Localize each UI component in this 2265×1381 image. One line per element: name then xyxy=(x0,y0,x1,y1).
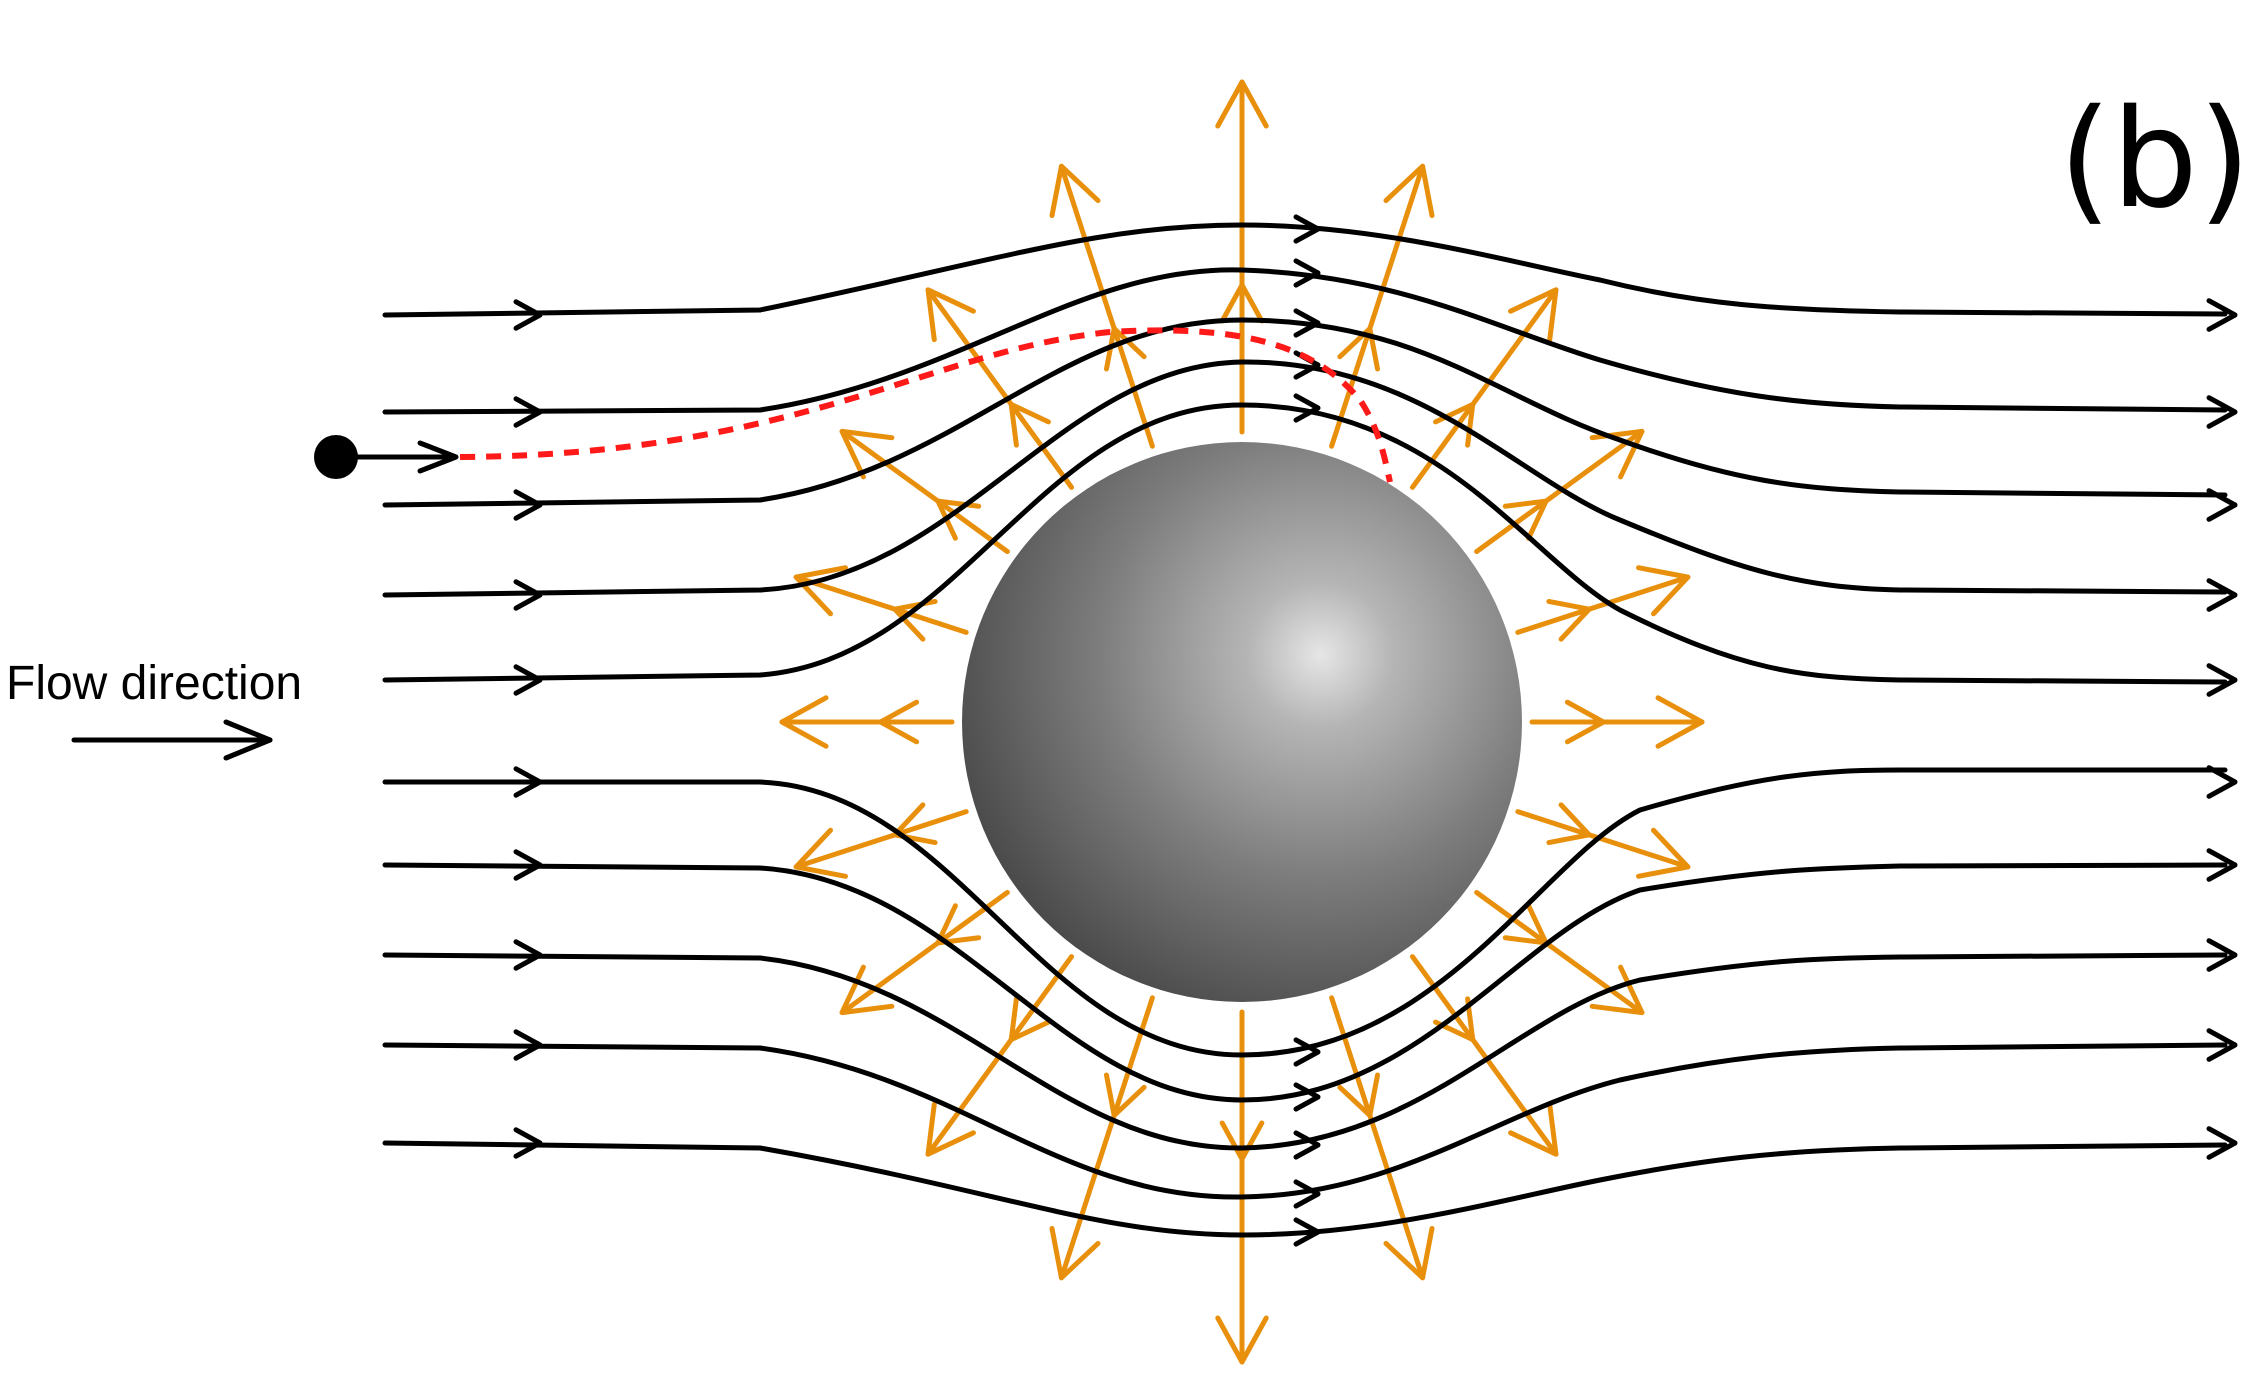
particle-dot xyxy=(314,435,358,479)
radial-arrow-mid-head xyxy=(1502,498,1549,541)
particle xyxy=(314,435,459,479)
radial-arrow xyxy=(1515,574,1691,635)
radial-arrow xyxy=(793,574,969,635)
radial-arrow-mid-head xyxy=(1219,1120,1265,1162)
radial-arrow-mid-head xyxy=(1103,326,1147,372)
streamline-outlet-head xyxy=(2206,578,2238,612)
streamline-inlet-head xyxy=(513,299,543,331)
streamline-outlet-head xyxy=(2206,488,2238,522)
radial-arrow-mid-head xyxy=(1337,1072,1381,1118)
radial-arrow-head xyxy=(1215,79,1269,129)
radial-arrow-head xyxy=(1508,287,1559,343)
streamline xyxy=(382,952,2228,1151)
streamline-mid-head xyxy=(1293,1179,1321,1209)
radial-arrow xyxy=(1329,163,1426,449)
streamline-inlet-head xyxy=(513,849,543,881)
streamline xyxy=(382,267,2228,415)
radial-arrow-mid-head xyxy=(935,903,982,946)
streamline-inlet-head xyxy=(513,489,543,521)
radial-arrow-mid-head xyxy=(1103,1072,1147,1118)
streamline-inlet-head xyxy=(513,1029,543,1061)
streamline xyxy=(382,359,2228,598)
streamline-inlet-head xyxy=(513,664,543,696)
radial-arrow-mid-head xyxy=(1008,401,1051,448)
streamline-outlet-head xyxy=(2206,298,2238,332)
radial-arrow-mid-head xyxy=(1219,282,1265,324)
flow-direction-arrow xyxy=(71,719,273,761)
radial-arrow xyxy=(1058,163,1155,449)
radial-arrow-mid-head xyxy=(892,802,938,846)
radial-arrow-mid-head xyxy=(1564,699,1606,745)
panel-label: (b) xyxy=(2058,81,2251,239)
streamline-inlet-head xyxy=(513,766,543,798)
radial-arrow-mid-head xyxy=(878,699,920,745)
streamline-inlet-head xyxy=(513,396,543,428)
radial-arrow-head xyxy=(1655,695,1705,749)
streamline-mid-head xyxy=(1293,1082,1321,1112)
radial-arrow-mid-head xyxy=(1433,996,1476,1043)
radial-arrow xyxy=(1329,995,1426,1281)
streamline-outlet-head xyxy=(2206,938,2238,972)
radial-arrow-head xyxy=(925,1101,976,1157)
radial-arrow-head xyxy=(779,695,829,749)
radial-arrow-head xyxy=(839,428,895,480)
streamline-mid-head xyxy=(1293,393,1321,423)
radial-arrow xyxy=(1474,428,1645,555)
sphere xyxy=(962,442,1522,1002)
streamline xyxy=(382,402,2228,685)
radial-arrow-head xyxy=(1049,1225,1101,1281)
flow-direction-label: Flow direction xyxy=(6,657,303,710)
streamline xyxy=(382,222,2228,318)
streamline-inlet-head xyxy=(513,939,543,971)
streamline-mid-head xyxy=(1293,214,1321,244)
streamline xyxy=(382,317,2228,508)
streamline-outlet-head xyxy=(2206,395,2238,429)
streamline-outlet-head xyxy=(2206,1028,2238,1062)
particle-arrow-head xyxy=(417,440,459,474)
radial-arrow xyxy=(1058,995,1155,1281)
streamline-inlet-head xyxy=(513,1127,543,1159)
streamline-mid-head xyxy=(1293,1037,1321,1067)
radial-arrow xyxy=(1515,809,1691,870)
streamline-mid-head xyxy=(1293,258,1321,288)
radial-arrow-head xyxy=(1383,163,1435,219)
streamline-outlet-head xyxy=(2206,765,2238,799)
radial-arrow-head xyxy=(1636,565,1691,617)
streamline xyxy=(382,862,2228,1103)
radial-arrow xyxy=(1474,889,1645,1016)
streamline-outlet-head xyxy=(2206,1126,2238,1160)
radial-arrow-mid-head xyxy=(1008,996,1051,1043)
radial-arrow xyxy=(839,889,1010,1016)
streamlines xyxy=(382,222,2228,1238)
radial-arrow-head xyxy=(925,287,976,343)
radial-arrow-head xyxy=(1215,1315,1269,1365)
streamline xyxy=(382,767,2228,1058)
radial-arrow-head xyxy=(1049,163,1101,219)
radial-arrow xyxy=(1409,954,1559,1157)
radial-arrow xyxy=(925,287,1075,490)
streamline-arrowheads xyxy=(513,214,2238,1247)
radial-arrow xyxy=(793,809,969,870)
radial-arrow xyxy=(839,428,1010,555)
radial-arrow-mid-head xyxy=(1337,326,1381,372)
streamline-outlet-head xyxy=(2206,663,2238,697)
streamline-mid-head xyxy=(1293,308,1321,338)
particle-path xyxy=(459,327,1393,483)
radial-arrow-head xyxy=(1508,1101,1559,1157)
radial-arrow-head xyxy=(1636,827,1691,879)
streamline-mid-head xyxy=(1293,1130,1321,1160)
streamline-mid-head xyxy=(1293,1217,1321,1247)
streamline xyxy=(382,1140,2228,1238)
streamline xyxy=(382,1042,2228,1200)
radial-arrow-head xyxy=(793,827,848,879)
streamline-outlet-head xyxy=(2206,848,2238,882)
streamline-inlet-head xyxy=(513,579,543,611)
radial-arrow-head xyxy=(793,565,848,617)
radial-arrow xyxy=(1409,287,1559,490)
radial-arrow-mid-head xyxy=(1546,598,1592,642)
radial-arrow-head xyxy=(1383,1225,1435,1281)
radial-arrow-mid-head xyxy=(1546,802,1592,846)
